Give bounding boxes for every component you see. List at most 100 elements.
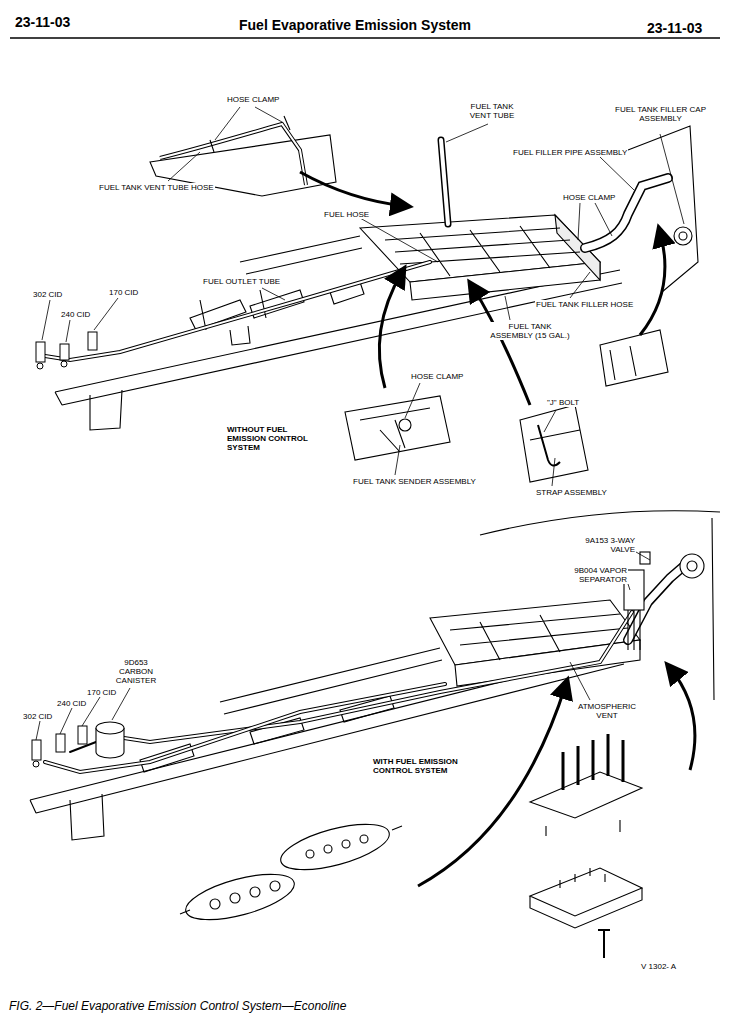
chassis-bottom — [30, 511, 720, 840]
inset-sender-part — [345, 396, 450, 460]
fuel-lines-top-part — [45, 262, 430, 360]
separator-exploded-part — [530, 772, 642, 818]
leader-lines-top-part — [395, 445, 400, 475]
chassis-top-part — [90, 390, 122, 430]
carburetors-top-part — [36, 342, 45, 362]
vapor-lines-bottom-part — [124, 612, 632, 742]
separator-exploded-part — [563, 734, 623, 790]
header-rule-part — [10, 37, 720, 39]
leader-lines-top-part — [505, 296, 510, 320]
carburetors-top-part — [37, 363, 43, 369]
big-arrows-bottom-part — [418, 684, 566, 886]
vapor-separator-part — [680, 554, 704, 578]
gasket-details-part — [270, 881, 280, 891]
leader-lines-top-part — [446, 124, 488, 142]
page-title: Fuel Evaporative Emission System — [238, 17, 472, 33]
gasket-details-part — [250, 887, 260, 897]
chassis-bottom-part — [140, 696, 394, 772]
part-label: ATMOSPHERIC VENT — [574, 702, 640, 720]
part-label: FUEL TANK ASSEMBLY (15 GAL.) — [488, 322, 572, 340]
part-number-label: 9A153 3-WAY VALVE — [574, 536, 636, 554]
leader-lines-top-part — [600, 157, 634, 190]
inset-sender-part — [360, 408, 430, 452]
separator-exploded-part — [530, 888, 642, 928]
part-label: HOSE CLAMP — [226, 95, 280, 104]
page-number: 23-11-03 — [646, 20, 703, 36]
gasket-details-part — [180, 826, 402, 914]
inset-sender-part — [399, 419, 411, 431]
carburetors-bottom — [32, 726, 87, 767]
filler-body-top — [600, 126, 698, 386]
leader-lines-bottom-part — [628, 584, 630, 590]
leader-lines-top-part — [360, 218, 438, 262]
part-label: "J" BOLT — [546, 398, 580, 407]
gasket-details — [180, 815, 402, 929]
vapor-lines-bottom — [45, 566, 684, 772]
leader-lines-top-part — [578, 203, 612, 240]
engine-label: 302 CID — [32, 290, 63, 299]
leader-lines-top-part — [544, 410, 556, 432]
vapor-separator-part — [628, 610, 640, 650]
part-label: FUEL TANK SENDER ASSEMBLY — [352, 477, 477, 486]
big-arrows-bottom-part — [670, 668, 695, 770]
chassis-top-part — [240, 236, 362, 274]
separator-exploded-part — [546, 820, 620, 836]
fuel-lines-top-part — [441, 140, 448, 224]
part-label: FUEL OUTLET TUBE — [202, 277, 281, 286]
fuel-lines-top-part — [45, 262, 430, 360]
gasket-details-part — [360, 835, 368, 843]
leader-lines-top-part — [660, 134, 684, 224]
chassis-top-part — [55, 282, 566, 405]
engine-label: 170 CID — [108, 288, 139, 297]
engine-label: 240 CID — [60, 310, 91, 319]
fuel-tank-bottom-part — [450, 614, 628, 660]
big-arrows-top — [300, 172, 665, 405]
gasket-details-part — [210, 899, 220, 909]
carburetors-bottom-part — [56, 734, 65, 752]
section-note: WITH FUEL EMISSION CONTROL SYSTEM — [372, 757, 474, 775]
part-label: HOSE CLAMP — [562, 193, 616, 202]
part-label: HOSE CLAMP — [410, 372, 464, 381]
carburetors-bottom-part — [33, 761, 39, 767]
engine-label: 302 CID — [22, 712, 53, 721]
gasket-details-part — [342, 840, 350, 848]
big-arrows-top-part — [640, 232, 665, 335]
filler-body-top-part — [628, 126, 698, 292]
header-rule — [10, 37, 720, 39]
carburetors-bottom-part — [32, 740, 41, 760]
page-number: 23-11-03 — [14, 14, 71, 30]
carburetors-top-part — [61, 361, 67, 367]
big-arrows-top-part — [472, 286, 530, 405]
carbon-canister-part — [96, 722, 124, 734]
figure-code: V 1302- A — [640, 962, 677, 971]
fuel-tank-bottom-part — [455, 640, 640, 686]
leader-lines-top-part — [552, 458, 555, 486]
fuel-tank-top-part — [410, 262, 600, 300]
separator-exploded-part — [530, 868, 642, 916]
engine-label: 240 CID — [56, 699, 87, 708]
filler-body-top-part — [679, 232, 687, 240]
vapor-lines-bottom-part — [124, 612, 632, 742]
carburetors-top-part — [88, 332, 97, 350]
inset-j-bolt-part — [530, 430, 580, 440]
inset-hose-clamp-part — [210, 116, 290, 152]
fuel-tank-top — [360, 215, 600, 300]
leader-lines-top-part — [262, 288, 285, 300]
separator-exploded-part — [598, 930, 610, 958]
part-label: FUEL HOSE — [323, 210, 370, 219]
separator-exploded — [530, 734, 642, 958]
vapor-separator — [624, 552, 704, 650]
vapor-separator-part — [640, 552, 650, 564]
fuel-lines-top — [45, 140, 668, 360]
fuel-lines-top-part — [441, 140, 448, 224]
part-number-label: 9B004 VAPOR SEPARATOR — [566, 566, 628, 584]
part-label: STRAP ASSEMBLY — [535, 488, 608, 497]
leader-lines-bottom-part — [636, 552, 650, 560]
gasket-details-part — [276, 815, 394, 879]
section-note: WITHOUT FUEL EMISSION CONTROL SYSTEM — [226, 425, 318, 453]
carburetors-bottom-part — [78, 726, 87, 744]
vapor-separator-part — [687, 561, 697, 571]
fuel-lines-top-part — [585, 178, 668, 248]
part-number-label: 9D653 CARBON CANISTER — [110, 658, 162, 686]
